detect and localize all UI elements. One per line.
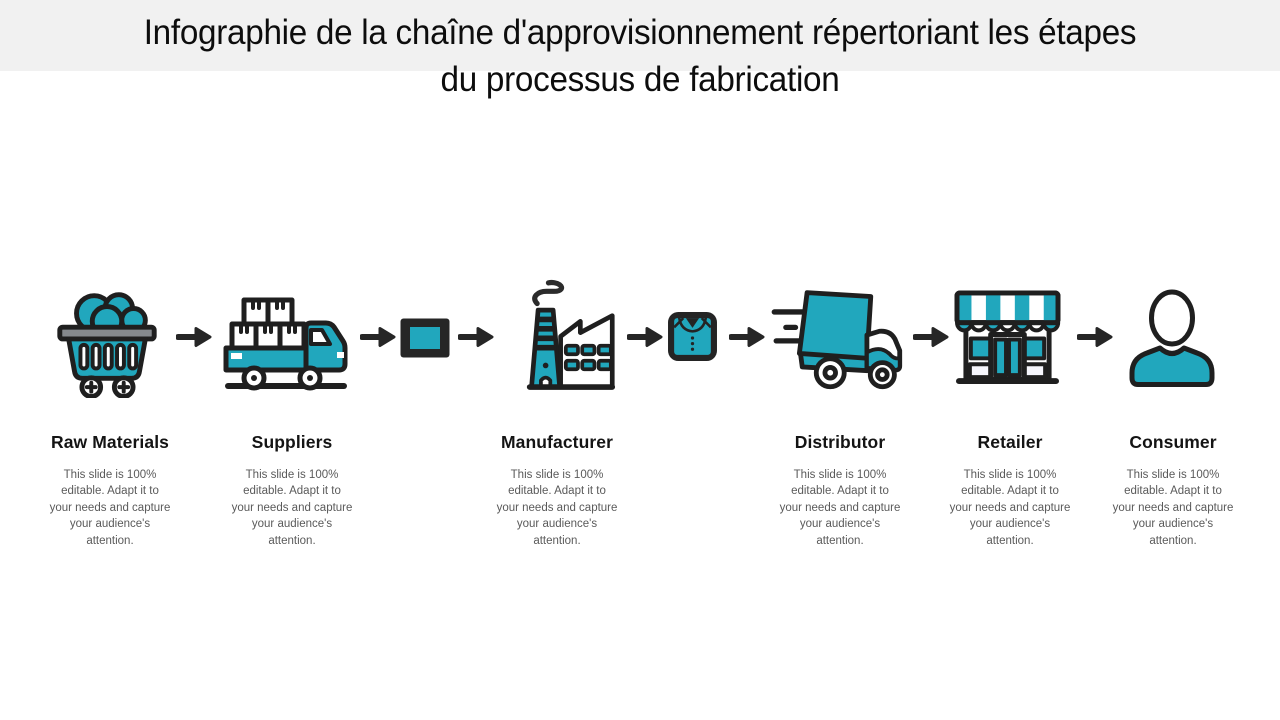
right-arrow-icon	[1076, 325, 1113, 349]
factory-icon	[526, 279, 616, 390]
right-arrow-icon	[728, 325, 765, 349]
page-title-line2: du processus de fabrication	[440, 60, 840, 99]
stage-description-distributor: This slide is 100% editable. Adapt it to…	[779, 469, 901, 547]
title-band	[0, 0, 1280, 71]
person-icon	[1129, 289, 1215, 387]
stage-description-retailer: This slide is 100% editable. Adapt it to…	[949, 469, 1071, 547]
stage-label-retailer: Retailer	[977, 432, 1043, 452]
storefront-icon	[951, 287, 1064, 388]
stage-description-manufacturer: This slide is 100% editable. Adapt it to…	[496, 469, 618, 547]
stage-label-consumer: Consumer	[1129, 432, 1217, 452]
folded-shirt-icon	[667, 311, 718, 362]
right-arrow-icon	[359, 325, 396, 349]
person-icon	[1120, 289, 1224, 387]
stage-label-suppliers: Suppliers	[251, 432, 333, 452]
mine-cart-icon	[48, 276, 166, 398]
stage-label-distributor: Distributor	[794, 432, 886, 452]
page-title: Infographie de la chaîne d'approvisionne…	[32, 9, 1248, 103]
material-box-icon	[400, 318, 450, 358]
material-box-icon	[399, 317, 451, 359]
stage-description-consumer: This slide is 100% editable. Adapt it to…	[1112, 469, 1234, 547]
cargo-truck-icon	[223, 297, 348, 391]
page-title-line1: Infographie de la chaîne d'approvisionne…	[143, 13, 1137, 52]
right-arrow-icon	[175, 325, 212, 349]
stage-description-raw-materials: This slide is 100% editable. Adapt it to…	[49, 469, 171, 547]
delivery-truck-icon	[771, 290, 903, 390]
cargo-truck-icon	[218, 290, 352, 392]
factory-icon	[494, 276, 616, 393]
stage-label-raw-materials: Raw Materials	[50, 432, 169, 452]
delivery-truck-icon	[770, 283, 904, 393]
stage-description-suppliers: This slide is 100% editable. Adapt it to…	[231, 469, 353, 547]
folded-shirt-icon	[668, 312, 717, 361]
mine-cart-icon	[57, 292, 157, 398]
right-arrow-icon	[457, 325, 494, 349]
right-arrow-icon	[912, 325, 949, 349]
stage-label-manufacturer: Manufacturer	[500, 432, 614, 452]
storefront-icon	[954, 290, 1061, 385]
right-arrow-icon	[626, 325, 663, 349]
